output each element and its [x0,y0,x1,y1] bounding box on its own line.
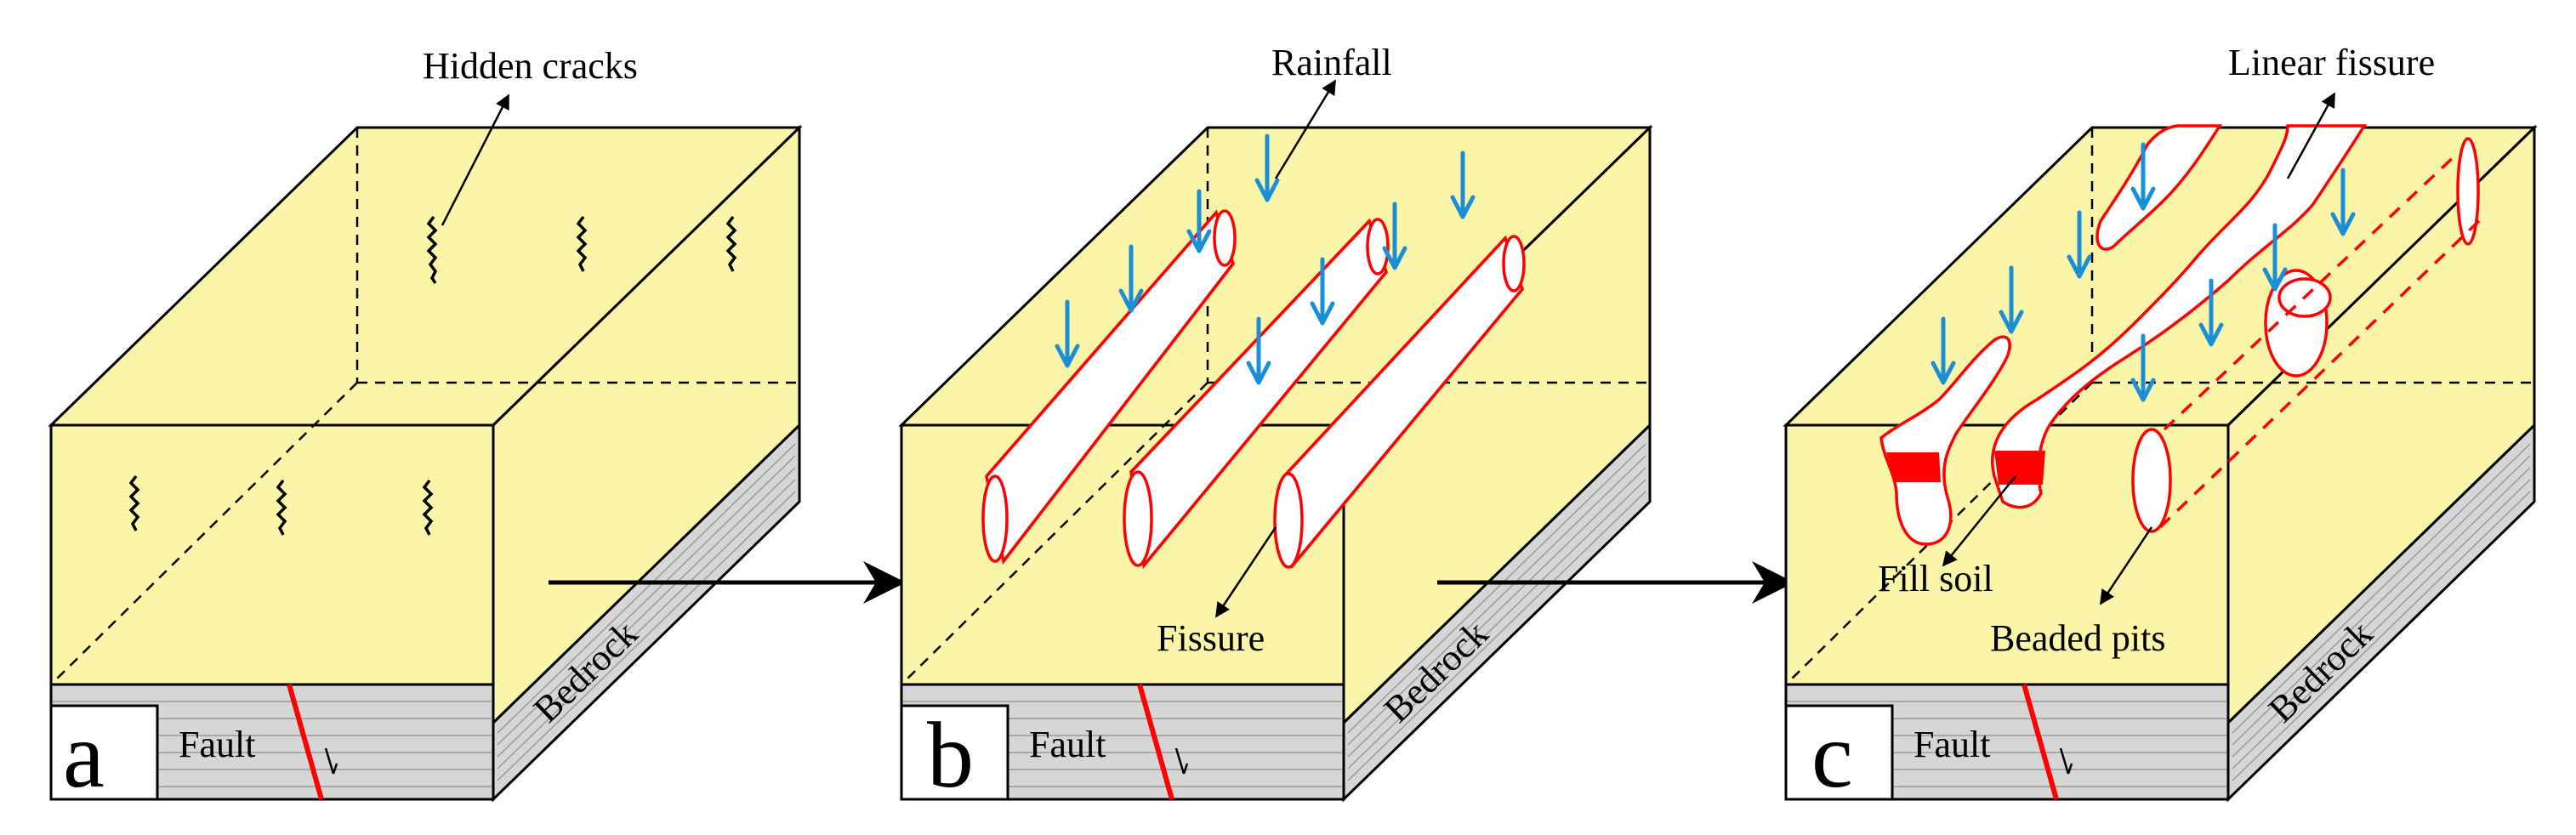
panel-letter-box [900,704,1009,801]
rainfall-arrows [1055,133,1476,385]
panel-letter-b: b [927,703,974,807]
label-fill-soil: Fill soil [1878,558,1993,599]
fissure-tube-1 [981,209,1237,565]
fissure-tube-3 [1273,235,1526,570]
label-linear-fissure: Linear fissure [2228,42,2435,83]
panel-letter-box [1784,704,1894,801]
linear-fissure-upper-branch [2095,124,2223,251]
linear-fissure [1991,124,2368,509]
label-rainfall: Rainfall [1271,42,1392,83]
bedrock-strata [497,443,796,781]
panel-letter-box [49,704,159,801]
bedrock-strata [1347,443,1646,781]
bedrock-strata [2232,443,2531,781]
fault-label: Fault [1914,724,1990,765]
panel-letter-c: c [1811,703,1853,807]
fill-soil-fill-2 [1994,451,2045,485]
rainfall-arrows [1931,142,2356,402]
fault-line [287,684,324,800]
fault-line [1137,684,1174,800]
panel-b: Rainfall Fissure b Fault Bedrock [898,42,1653,807]
beaded-pit-alignment-2 [2163,151,2459,431]
beaded-pit-1 [2131,428,2172,533]
label-hidden-cracks: Hidden cracks [423,45,638,87]
panel-c: Linear fissure Fill soil Beaded pits c F… [1783,42,2538,807]
panel-a: Hidden cracks a Fault Bedrock [48,45,803,807]
label-beaded-pits: Beaded pits [1990,617,2166,659]
soil-front-face [49,423,495,686]
fill-soil-fill-1 [1886,452,1941,482]
fault-label: Fault [1029,724,1106,765]
hidden-cracks [128,215,737,536]
beaded-pit-alignment [2158,215,2485,529]
soil-front-face [900,423,1345,686]
fill-soil-pit-1 [1879,335,2011,546]
panel-letter-a: a [63,703,105,807]
fault-line [2022,684,2059,800]
fault-label: Fault [179,724,255,765]
label-fissure: Fissure [1157,617,1265,659]
beaded-pit-3 [2456,137,2480,246]
